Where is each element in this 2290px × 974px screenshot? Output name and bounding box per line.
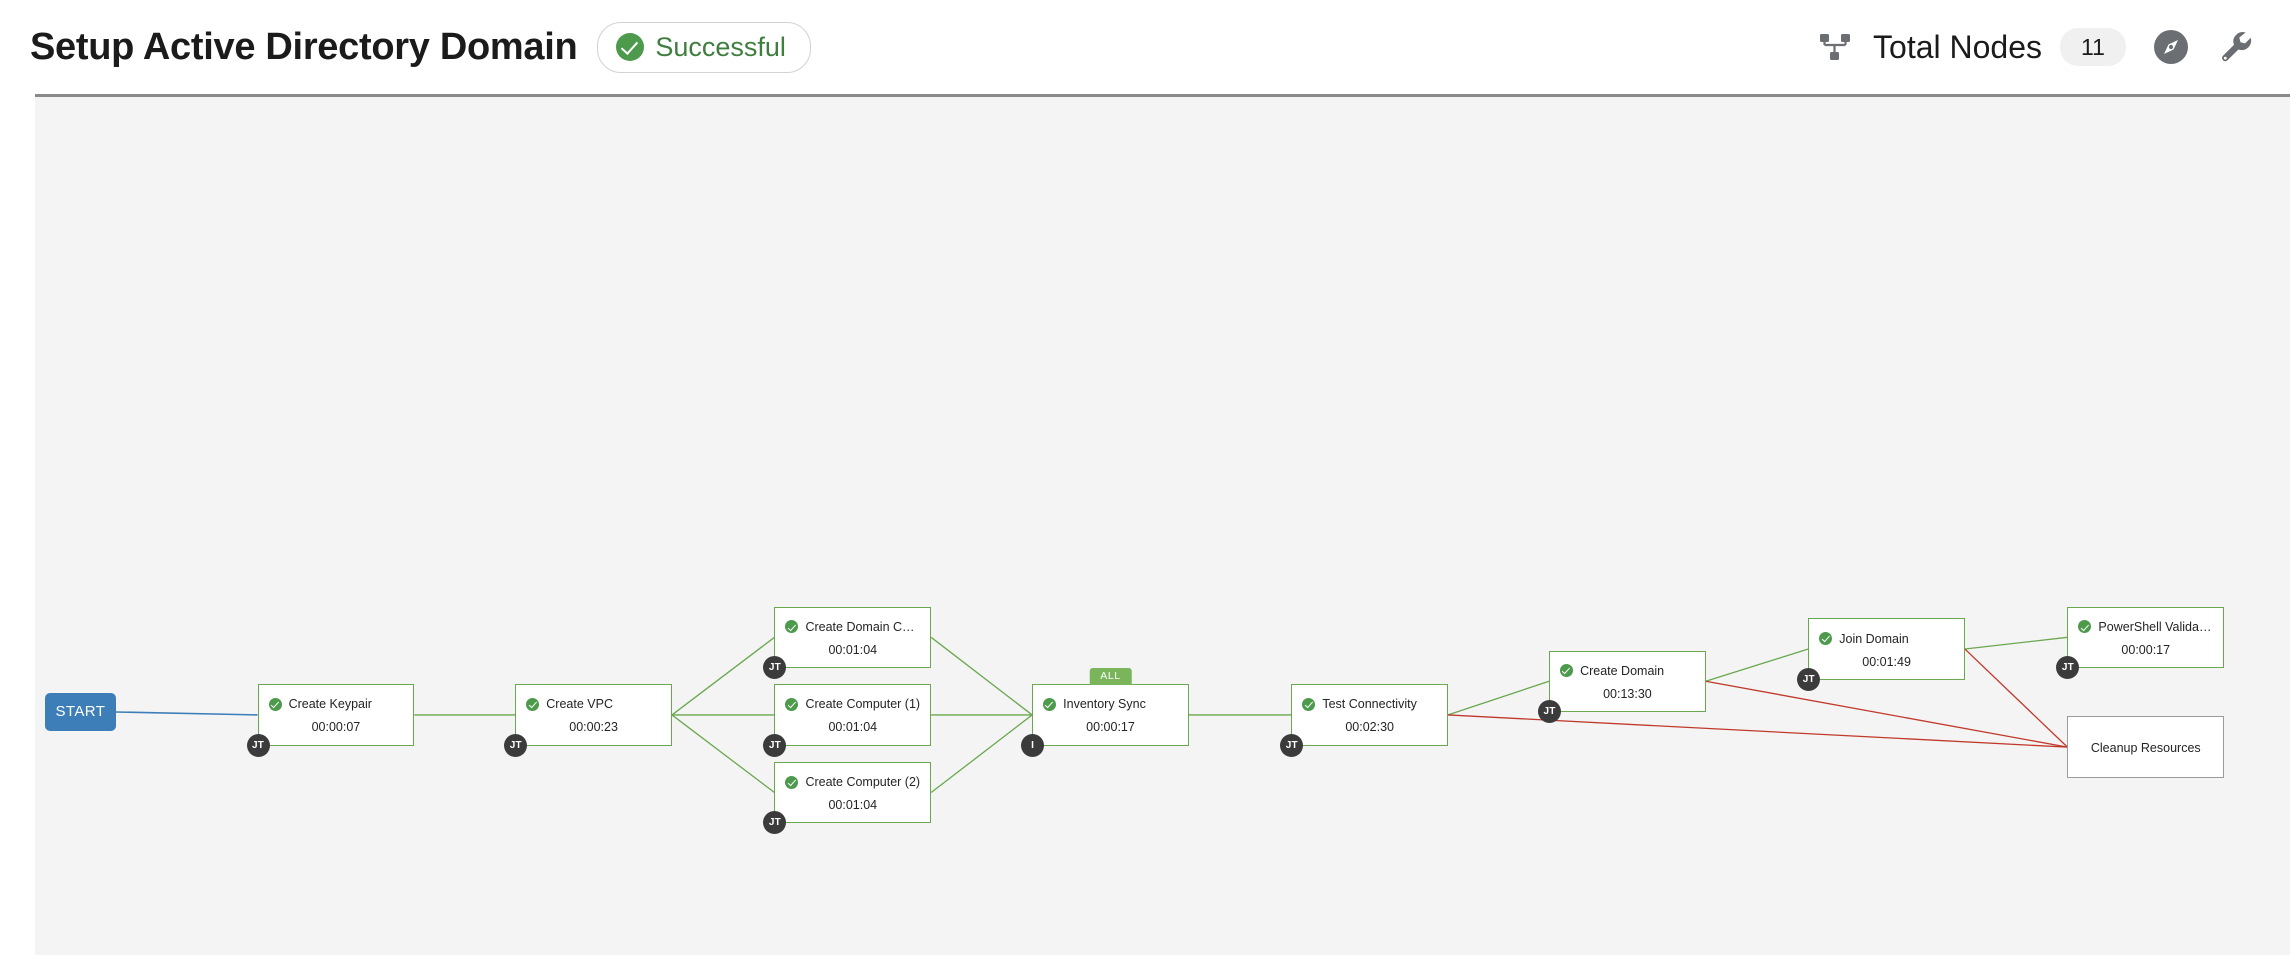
total-nodes-count-badge: 11 [2060,28,2126,66]
node-title: Create Keypair [288,697,372,712]
edge-create-vpc-to-create-domain-controller [672,637,775,715]
node-elapsed-time: 00:00:23 [569,720,618,735]
node-elapsed-time: 00:01:04 [828,642,878,657]
edge-start-to-create-keypair [116,712,258,715]
node-success-check-icon [1302,697,1316,711]
node-type-badge[interactable]: JT [763,656,787,680]
total-nodes-label: Total Nodes [1873,28,2042,65]
check-circle-icon [616,33,645,61]
node-title-row: Create Computer (2) [775,775,930,789]
edge-create-domain-controller-to-inventory-sync [931,637,1032,715]
node-title: Create Domain [1580,663,1665,678]
node-title: Create Computer (1) [805,697,921,712]
node-elapsed-time: 00:00:07 [311,720,361,735]
node-all-tag: ALL [1089,668,1132,686]
node-type-badge[interactable]: JT [2056,656,2080,680]
sitemap-icon [1819,32,1855,62]
node-type-badge[interactable]: JT [763,733,787,757]
start-node[interactable]: START [45,692,116,732]
page-title: Setup Active Directory Domain [30,25,578,68]
node-type-badge[interactable]: JT [1280,733,1304,757]
node-elapsed-time: 00:01:04 [828,720,878,735]
header-right-group: Total Nodes 11 [1819,27,2256,67]
total-nodes-group: Total Nodes 11 [1819,28,2126,66]
node-success-check-icon [1560,664,1574,678]
node-title: Inventory Sync [1063,697,1146,712]
node-success-check-icon [1819,632,1833,646]
edge-layer [35,97,2290,955]
node-success-check-icon [268,697,282,711]
node-success-check-icon [785,775,799,789]
node-title-row: Cleanup Resources [2068,741,2223,755]
edge-join-domain-to-cleanup-resources [1965,649,2068,747]
page-header: Setup Active Directory Domain Successful… [0,0,2290,94]
node-type-badge[interactable]: JT [763,811,787,835]
node-success-check-icon [785,620,799,634]
edge-create-vpc-to-create-computer-2 [672,715,775,793]
node-success-check-icon [526,697,540,711]
wrench-icon[interactable] [2216,27,2256,67]
node-type-badge[interactable]: I [1021,733,1045,757]
node-success-check-icon [2078,620,2092,634]
node-title-row: PowerShell Validation [2068,620,2223,634]
node-title-row: Inventory Sync [1033,697,1188,711]
node-elapsed-time: 00:13:30 [1603,686,1652,701]
node-type-badge[interactable]: JT [504,733,528,757]
edge-test-connectivity-to-create-domain [1448,681,1549,715]
status-badge: Successful [597,21,811,73]
node-elapsed-time: 00:00:17 [2121,642,2171,657]
node-title: Cleanup Resources [2090,741,2201,756]
edge-join-domain-to-powershell-validation [1965,637,2068,649]
node-type-badge[interactable]: JT [1797,667,1821,691]
node-elapsed-time: 00:01:04 [828,798,878,813]
node-title: Create Computer (2) [805,775,921,790]
node-title-row: Create Domain [1550,664,1705,678]
node-title: Create Domain Contr… [805,619,920,634]
node-title-row: Join Domain [1809,632,1964,646]
node-success-check-icon [1043,697,1057,711]
edge-create-computer-2-to-inventory-sync [931,715,1032,793]
node-elapsed-time: 00:01:49 [1862,654,1911,669]
node-title-row: Create Computer (1) [775,697,930,711]
node-title-row: Test Connectivity [1292,697,1447,711]
node-title-row: Create VPC [516,697,671,711]
node-elapsed-time: 00:02:30 [1345,720,1395,735]
node-type-badge[interactable]: JT [1538,700,1562,723]
header-left-group: Setup Active Directory Domain Successful [30,21,811,73]
node-title-row: Create Domain Contr… [775,620,930,634]
edge-create-domain-to-join-domain [1706,649,1809,681]
node-title: Test Connectivity [1322,697,1417,712]
node-title: Create VPC [546,697,613,712]
node-title-row: Create Keypair [259,697,414,711]
node-title: PowerShell Validation [2098,619,2214,634]
workflow-node-cleanup-resources[interactable]: Cleanup Resources [2067,716,2225,778]
node-title: Join Domain [1839,631,1909,646]
node-elapsed-time: 00:00:17 [1086,720,1135,735]
status-badge-label: Successful [655,31,786,62]
node-type-badge[interactable]: JT [246,733,270,757]
node-success-check-icon [785,697,799,711]
compass-icon[interactable] [2152,28,2190,66]
edge-create-domain-to-cleanup-resources [1706,681,2068,747]
